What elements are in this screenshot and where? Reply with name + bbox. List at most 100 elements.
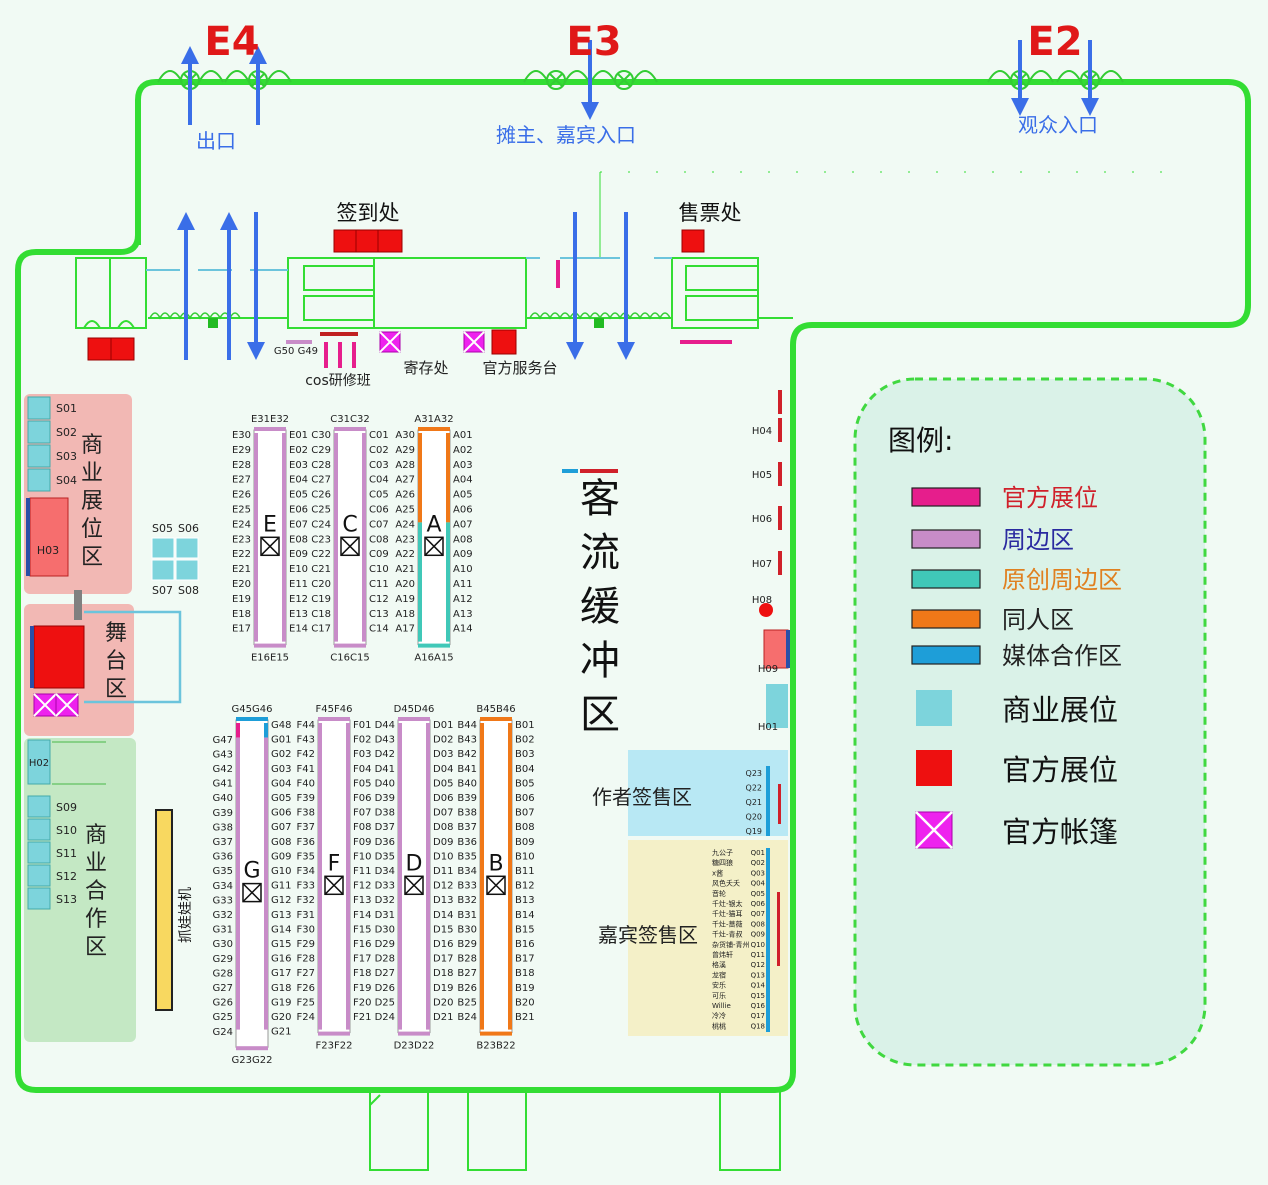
booth-label: D35 bbox=[375, 851, 395, 862]
q-booth-label: Q02 bbox=[751, 859, 765, 867]
booth-label: F33 bbox=[297, 881, 315, 892]
booth-label: A28 bbox=[395, 460, 415, 471]
island-mark-cross bbox=[260, 536, 280, 556]
booth-label: G47 bbox=[213, 735, 233, 746]
booth-label: F15 bbox=[353, 924, 371, 935]
guest-sign-zone[interactable] bbox=[628, 840, 788, 1036]
booth-label: E04 bbox=[289, 475, 308, 486]
booth-label: B17 bbox=[515, 954, 535, 965]
s-booth-label: S06 bbox=[178, 522, 199, 535]
booth-label: G28 bbox=[213, 968, 233, 979]
s-booth[interactable] bbox=[27, 420, 51, 444]
visitor-entrance-label: 观众入口 bbox=[1018, 113, 1098, 137]
island-side-right bbox=[264, 737, 268, 1030]
s-booth[interactable] bbox=[175, 559, 199, 581]
entrance-e3[interactable]: E3 bbox=[566, 19, 621, 65]
stage-tents[interactable] bbox=[33, 693, 79, 717]
media-rail bbox=[30, 626, 34, 688]
booth-label: A30 bbox=[395, 430, 415, 441]
ticket-desk[interactable] bbox=[681, 229, 705, 253]
booth-label: G07 bbox=[271, 822, 291, 833]
s-booth[interactable] bbox=[151, 559, 175, 581]
booth-label: A19 bbox=[395, 594, 415, 605]
s-booth[interactable] bbox=[27, 396, 51, 420]
door-swing bbox=[1056, 70, 1082, 83]
h01-booth[interactable] bbox=[766, 684, 788, 728]
booth-label: D15 bbox=[433, 924, 453, 935]
h-booth[interactable] bbox=[778, 462, 782, 486]
q-booth-label: Q05 bbox=[751, 890, 765, 898]
s-booth[interactable] bbox=[151, 537, 175, 559]
booth-label: D16 bbox=[433, 939, 453, 950]
booth-label: D04 bbox=[433, 764, 453, 775]
booth-label: F18 bbox=[353, 968, 371, 979]
booth-label: F13 bbox=[353, 895, 371, 906]
h03-booth[interactable] bbox=[29, 497, 69, 577]
s-booth[interactable] bbox=[27, 887, 51, 910]
s-booth[interactable] bbox=[27, 864, 51, 887]
booth-label: C25 bbox=[311, 505, 331, 516]
author-sign-zone[interactable] bbox=[628, 750, 788, 836]
ticket-label: 售票处 bbox=[679, 201, 742, 225]
entrance-official-desks[interactable] bbox=[87, 337, 135, 361]
venue-walls bbox=[15, 79, 1251, 1093]
booth-label: C08 bbox=[369, 534, 389, 545]
s-booth[interactable] bbox=[27, 841, 51, 864]
booth-label: D39 bbox=[375, 793, 395, 804]
booth-label: A10 bbox=[453, 564, 473, 575]
booth-label: A12 bbox=[453, 594, 473, 605]
q-booth-label: Q11 bbox=[751, 951, 765, 959]
h-booth[interactable] bbox=[778, 390, 782, 414]
booth-label: D01 bbox=[433, 720, 453, 731]
booth-label: D25 bbox=[375, 997, 395, 1008]
storage-label: 寄存处 bbox=[403, 359, 448, 377]
claw-machine[interactable] bbox=[155, 809, 173, 1011]
q-booth-label: Q03 bbox=[751, 869, 765, 877]
booth-label: F10 bbox=[353, 851, 371, 862]
guest-name: 九公子 bbox=[712, 848, 733, 857]
booth-label: D02 bbox=[433, 735, 453, 746]
gate-marker bbox=[208, 318, 218, 328]
s-booth[interactable] bbox=[27, 795, 51, 818]
s-booth[interactable] bbox=[175, 537, 199, 559]
h-booth[interactable] bbox=[778, 551, 782, 575]
door-swing bbox=[523, 70, 549, 83]
guest-name: 音轮 bbox=[712, 889, 726, 898]
entrance-e4[interactable]: E4 bbox=[204, 19, 259, 65]
island-top-label: D45D46 bbox=[394, 704, 435, 715]
h-booth-label: H09 bbox=[758, 664, 778, 675]
island-side-right bbox=[264, 723, 268, 738]
checkin-desks[interactable] bbox=[333, 229, 403, 253]
s-booth-label: S05 bbox=[152, 522, 173, 535]
commercial-coop-zone[interactable] bbox=[24, 738, 136, 1042]
booth-label: F41 bbox=[297, 764, 315, 775]
booth-label: G42 bbox=[213, 764, 233, 775]
s-booth[interactable] bbox=[27, 444, 51, 468]
stage-official-booth[interactable] bbox=[33, 625, 85, 689]
booth-label: F04 bbox=[353, 764, 371, 775]
booth-label: G41 bbox=[213, 779, 233, 790]
h-booth[interactable] bbox=[778, 418, 782, 442]
h08-booth[interactable] bbox=[759, 603, 773, 617]
legend-swatch bbox=[911, 487, 981, 507]
h02-booth[interactable] bbox=[27, 739, 51, 785]
arrow-head-icon bbox=[220, 212, 238, 230]
h09-booth[interactable] bbox=[763, 629, 789, 669]
s-booth[interactable] bbox=[27, 468, 51, 492]
island-mark-icon bbox=[260, 536, 280, 557]
entrance-e2[interactable]: E2 bbox=[1027, 19, 1082, 65]
service-tent[interactable] bbox=[463, 331, 485, 353]
island-cap bbox=[398, 717, 430, 721]
cos-class-label: cos研修班 bbox=[305, 373, 371, 389]
island-cap bbox=[236, 1046, 268, 1051]
booth-label: A27 bbox=[395, 475, 415, 486]
h-booth[interactable] bbox=[778, 506, 782, 530]
booth-label: E17 bbox=[232, 624, 251, 635]
service-desk[interactable] bbox=[491, 329, 517, 355]
booth-label: F19 bbox=[353, 983, 371, 994]
booth-label: C11 bbox=[369, 579, 389, 590]
storage-tent[interactable] bbox=[379, 331, 401, 353]
booth-label: A08 bbox=[453, 534, 473, 545]
s-booth[interactable] bbox=[27, 818, 51, 841]
